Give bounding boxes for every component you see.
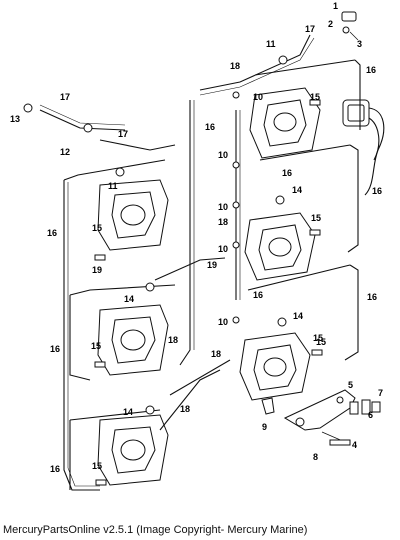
callout-18: 18 — [168, 335, 178, 345]
callout-16: 16 — [366, 65, 376, 75]
callout-16: 16 — [50, 344, 60, 354]
callout-10: 10 — [218, 244, 228, 254]
callout-18: 18 — [180, 404, 190, 414]
callout-18: 18 — [211, 349, 221, 359]
callout-12: 12 — [60, 147, 70, 157]
callout-10: 10 — [218, 317, 228, 327]
callout-15: 15 — [92, 223, 102, 233]
callout-4: 4 — [352, 440, 357, 450]
callout-8: 8 — [313, 452, 318, 462]
callout-16: 16 — [50, 464, 60, 474]
callout-16: 16 — [253, 290, 263, 300]
callout-13: 13 — [10, 114, 20, 124]
callout-14: 14 — [123, 407, 133, 417]
callout-14: 14 — [293, 311, 303, 321]
hose-clip — [261, 397, 275, 415]
carburetor-left-2 — [97, 304, 169, 376]
callout-19: 19 — [207, 260, 217, 270]
callout-16: 16 — [205, 122, 215, 132]
callout-15: 15 — [92, 461, 102, 471]
callout-7: 7 — [378, 388, 383, 398]
carburetor-left-1 — [97, 179, 169, 251]
callout-18: 18 — [230, 61, 240, 71]
callout-3: 3 — [357, 39, 362, 49]
callout-17: 17 — [60, 92, 70, 102]
carburetor-left-3 — [97, 414, 169, 486]
carburetor-right-3 — [239, 332, 311, 401]
callout-16: 16 — [372, 186, 382, 196]
callout-17: 17 — [118, 129, 128, 139]
callout-10: 10 — [253, 92, 263, 102]
callout-18: 18 — [218, 217, 228, 227]
callout-10: 10 — [218, 150, 228, 160]
callout-15: 15 — [310, 92, 320, 102]
fuel-pump — [342, 99, 385, 196]
callout-10: 10 — [218, 202, 228, 212]
mounting-bracket — [283, 389, 381, 446]
callout-15: 15 — [311, 213, 321, 223]
small-bracket-part — [341, 11, 359, 41]
callout-11: 11 — [108, 181, 118, 191]
callout-2: 2 — [328, 19, 333, 29]
callout-15: 15 — [91, 341, 101, 351]
callout-1: 1 — [333, 1, 338, 11]
callout-6: 6 — [368, 410, 373, 420]
carburetor-right-1 — [249, 87, 321, 159]
carburetor-right-2 — [244, 212, 316, 281]
callout-19: 19 — [92, 265, 102, 275]
callout-14: 14 — [124, 294, 134, 304]
callout-5: 5 — [348, 380, 353, 390]
callout-15: 15 — [313, 333, 323, 343]
callout-16: 16 — [367, 292, 377, 302]
callout-11: 11 — [266, 39, 276, 49]
callout-16: 16 — [47, 228, 57, 238]
callout-14: 14 — [292, 185, 302, 195]
fuel-hoses — [39, 34, 361, 491]
callout-17: 17 — [305, 24, 315, 34]
hose-fittings — [23, 55, 323, 486]
callout-9: 9 — [262, 422, 267, 432]
callout-labels: 1 2 3 4 5 6 7 8 9 10 10 10 10 10 11 11 1… — [10, 1, 383, 474]
callout-16: 16 — [282, 168, 292, 178]
image-copyright-footer: MercuryPartsOnline v2.5.1 (Image Copyrig… — [3, 524, 308, 536]
callout-15: 15 — [316, 337, 326, 347]
